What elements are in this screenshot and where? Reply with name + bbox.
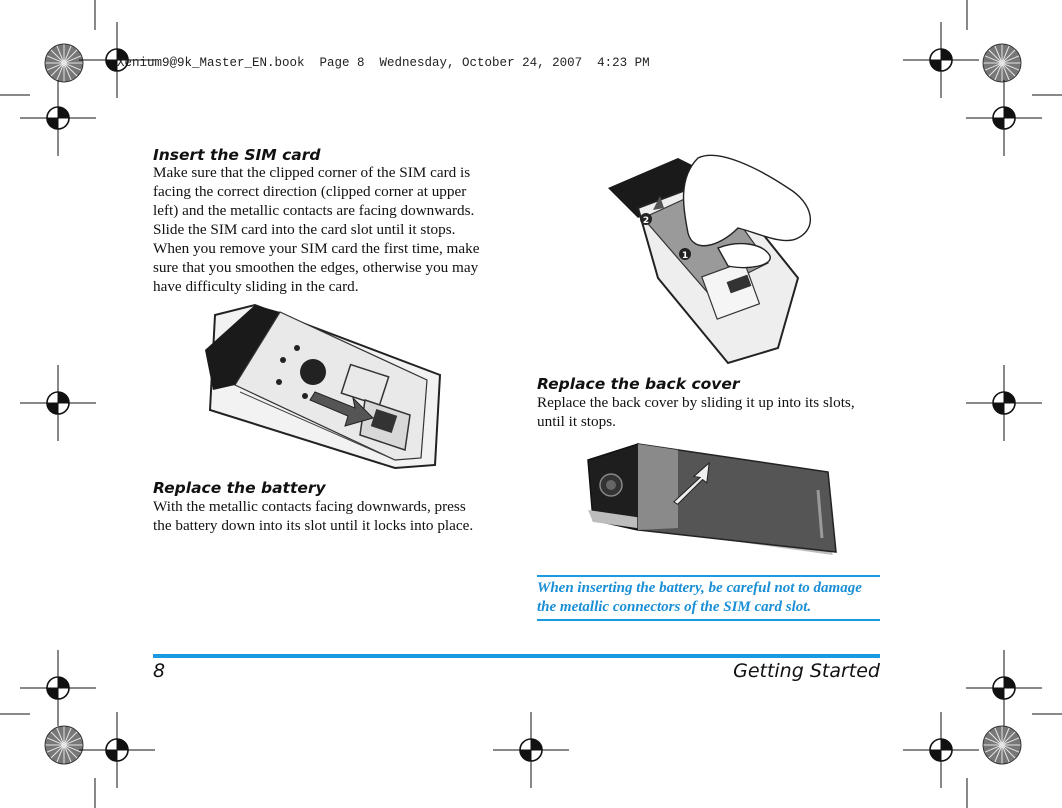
section-title: Getting Started [733, 660, 880, 682]
text-line: With the metallic contacts facing downwa… [153, 498, 466, 515]
print-header-line: Xenium9@9k_Master_EN.book Page 8 Wednesd… [117, 56, 650, 70]
text-line: have difficulty sliding in the card. [153, 278, 359, 295]
text-line: Replace the back cover by sliding it up … [537, 394, 855, 411]
text-line: sure that you smoothen the edges, otherw… [153, 259, 479, 276]
registration-crosshair-icon [492, 711, 570, 789]
text-line: facing the correct direction (clipped co… [153, 183, 467, 200]
warning-note: When inserting the battery, be careful n… [537, 579, 880, 617]
registration-crosshair-icon [78, 711, 156, 789]
page-number: 8 [153, 660, 166, 682]
note-top-rule [537, 575, 880, 577]
registration-crosshair-icon [19, 364, 97, 442]
registration-crosshair-icon [19, 649, 97, 727]
text-line: left) and the metallic contacts are faci… [153, 202, 475, 219]
back-cover-illustration [587, 442, 837, 555]
sim-paragraph: Make sure that the clipped corner of the… [153, 163, 493, 296]
step-label: 1 [682, 251, 688, 261]
text-line: Make sure that the clipped corner of the… [153, 164, 471, 181]
text-line: until it stops. [537, 413, 616, 430]
text-line: the metallic connectors of the SIM card … [537, 599, 812, 615]
text-line: Slide the SIM card into the card slot un… [153, 221, 456, 238]
registration-crosshair-icon [902, 711, 980, 789]
battery-paragraph: With the metallic contacts facing downwa… [153, 497, 493, 535]
registration-crosshair-icon [902, 21, 980, 99]
footer-rule [153, 654, 880, 658]
battery-insertion-illustration: 2 1 [608, 154, 811, 365]
text-line: the battery down into its slot until it … [153, 517, 474, 534]
cover-paragraph: Replace the back cover by sliding it up … [537, 393, 880, 431]
registration-crosshair-icon [19, 79, 97, 157]
cover-heading: Replace the back cover [537, 375, 740, 393]
registration-crosshair-icon [965, 79, 1043, 157]
step-label: 2 [643, 216, 649, 226]
registration-star-icon [44, 725, 84, 765]
sim-card-illustration [205, 303, 442, 470]
text-line: When inserting the battery, be careful n… [537, 580, 862, 596]
registration-star-icon [982, 43, 1022, 83]
registration-crosshair-icon [965, 649, 1043, 727]
text-line: When you remove your SIM card the first … [153, 240, 480, 257]
registration-star-icon [44, 43, 84, 83]
registration-crosshair-icon [965, 364, 1043, 442]
sim-heading: Insert the SIM card [153, 146, 321, 164]
registration-star-icon [982, 725, 1022, 765]
battery-heading: Replace the battery [153, 479, 326, 497]
note-bottom-rule [537, 619, 880, 621]
